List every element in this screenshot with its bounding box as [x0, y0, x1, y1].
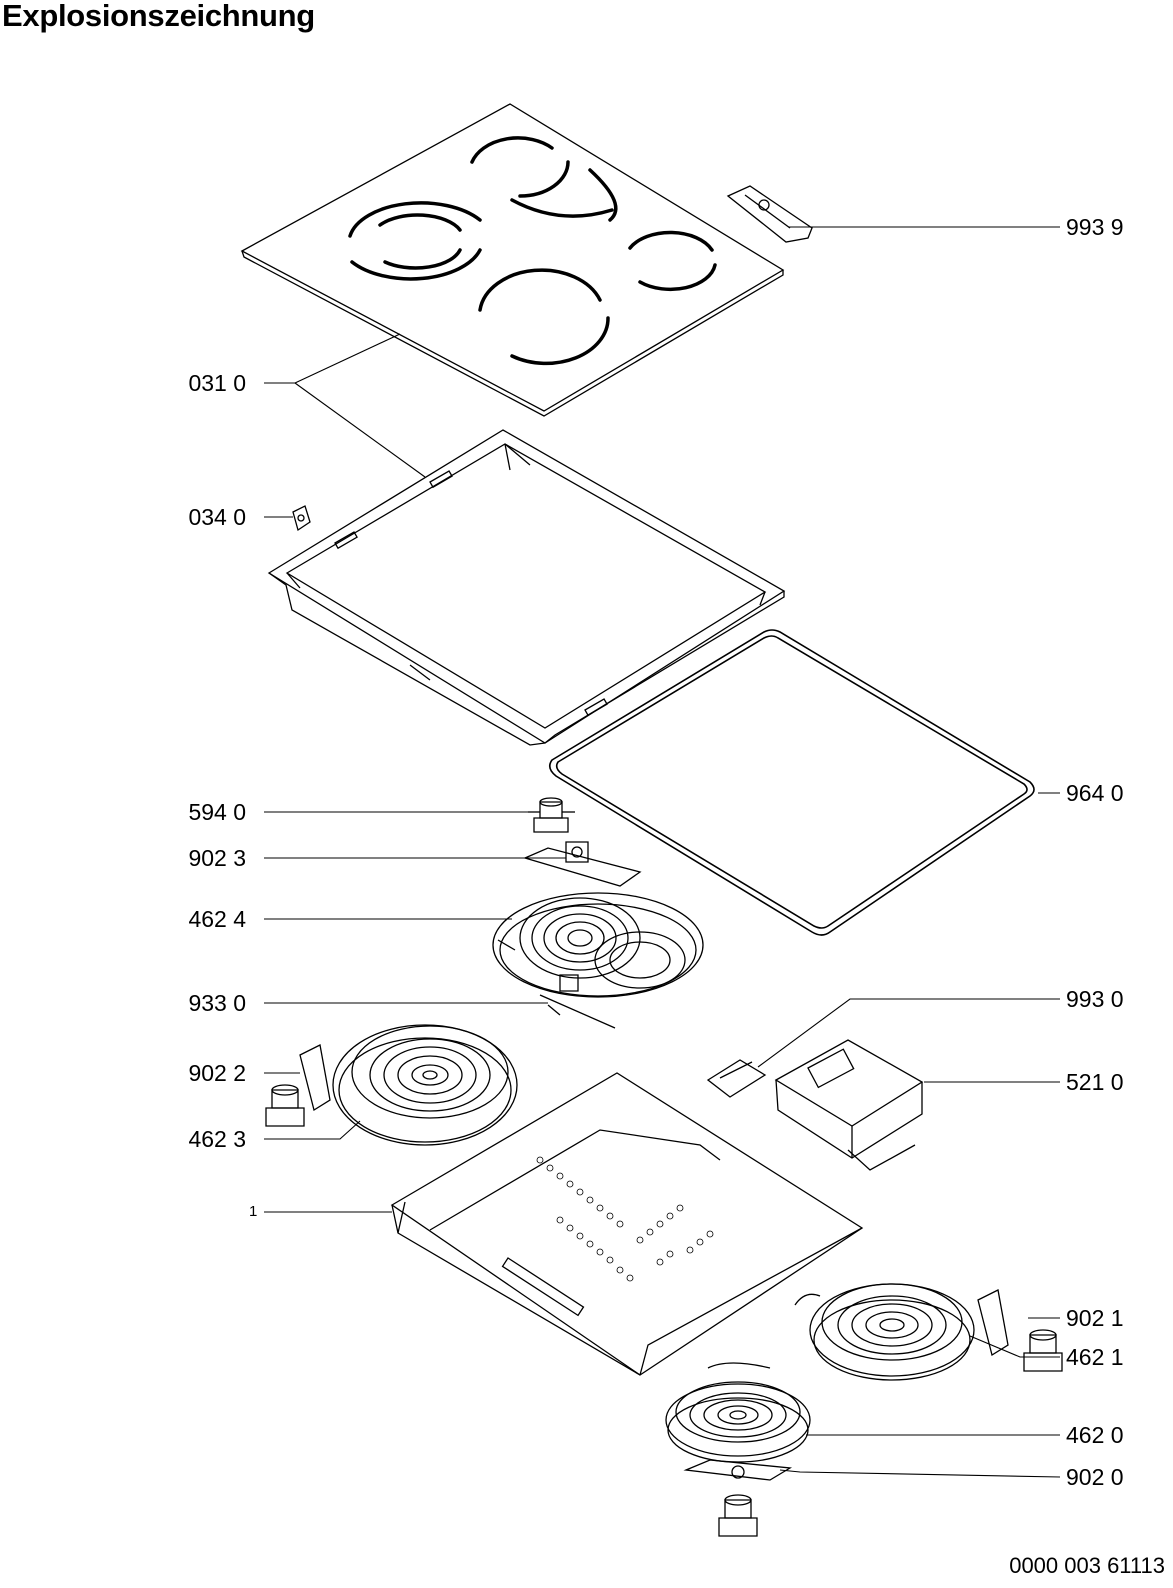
connector-594-part: [528, 798, 575, 832]
heater-4624-part: [493, 893, 703, 997]
base-tray-part: [392, 1073, 862, 1375]
callout-label-5940: 594 0: [188, 799, 246, 825]
bracket-9939-part: [728, 186, 812, 242]
callout-label-4620: 462 0: [1066, 1422, 1124, 1448]
callout-label-9939: 993 9: [1066, 214, 1124, 240]
callout-label-4623: 462 3: [188, 1126, 246, 1152]
page-title: Explosionszeichnung: [2, 0, 315, 33]
callout-label-0310: 031 0: [188, 370, 246, 396]
callout-label-4624: 462 4: [188, 906, 246, 932]
callout-label-9020: 902 0: [1066, 1464, 1124, 1490]
document-number: 0000 003 61113: [1009, 1553, 1165, 1578]
callout-label-9022: 902 2: [188, 1060, 246, 1086]
callout-label-9930: 993 0: [1066, 986, 1124, 1012]
heater-4623-part: [333, 1025, 517, 1145]
bracket-9020-part: [686, 1460, 790, 1536]
bracket-9930-part: [708, 1060, 765, 1097]
bracket-9021-part: [978, 1290, 1062, 1371]
heater-4620-part: [666, 1363, 810, 1462]
frame-part: [269, 430, 784, 745]
callout-label-9023: 902 3: [188, 845, 246, 871]
bracket-9022-part: [266, 1045, 330, 1126]
leader-lines: [264, 227, 1060, 1477]
callout-label-5210: 521 0: [1066, 1069, 1124, 1095]
ceramic-glass-top-part: [242, 104, 783, 416]
bracket-9023-part: [525, 842, 640, 886]
callout-label-9330: 933 0: [188, 990, 246, 1016]
callout-label-9640: 964 0: [1066, 780, 1124, 806]
callout-label-4621: 462 1: [1066, 1344, 1124, 1370]
callout-label-0340: 034 0: [188, 504, 246, 530]
heater-4621-part: [795, 1284, 974, 1380]
thermostat-rod-part: [540, 975, 615, 1028]
callout-label-9021: 902 1: [1066, 1305, 1124, 1331]
terminal-block-part: [776, 1040, 922, 1170]
seal-gasket-part: [550, 630, 1034, 935]
clip-part: [293, 506, 310, 530]
callout-label-1: 1: [249, 1203, 258, 1220]
